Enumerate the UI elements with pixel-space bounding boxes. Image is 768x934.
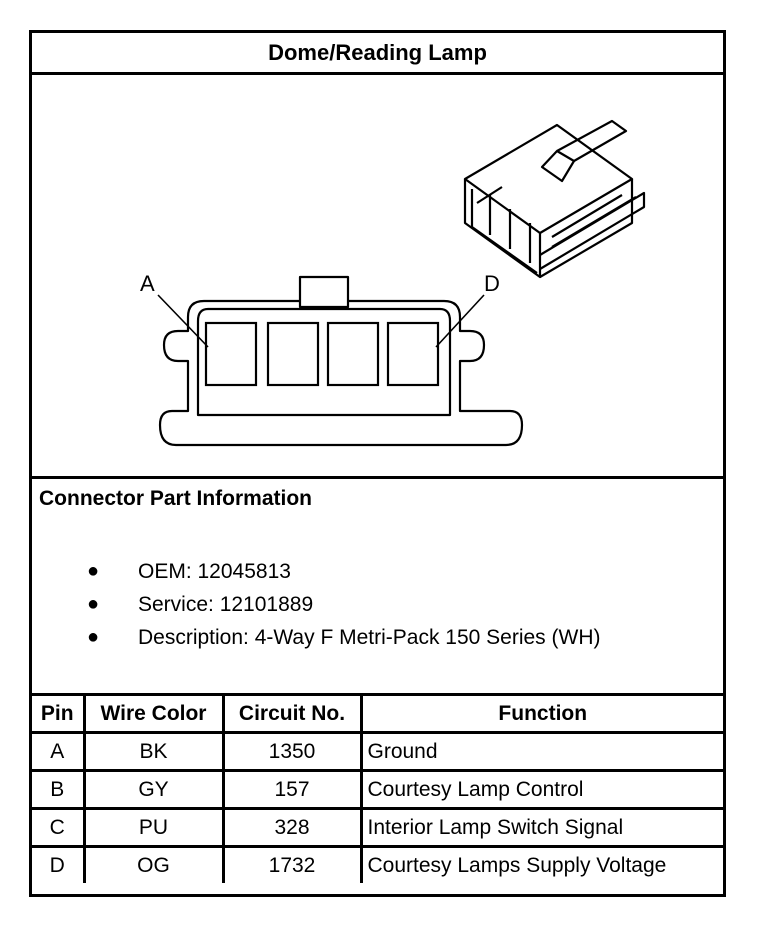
pinout-table: Pin Wire Color Circuit No. Function A BK… [32,696,723,883]
function-cell: Courtesy Lamp Control [359,769,723,810]
pin-label-a: A [140,271,155,296]
function-cell: Interior Lamp Switch Signal [359,807,723,848]
list-item: ● OEM: 12045813 [32,555,600,588]
section-heading: Connector Part Information [39,487,313,510]
wire-color-cell: PU [82,807,225,848]
wire-color-cell: BK [82,731,225,772]
callout-line-d [435,294,485,348]
page-title: Dome/Reading Lamp [32,33,723,75]
wire-color-cell: OG [82,845,225,883]
column-header-circuit: Circuit No. [221,696,363,734]
bullet-icon: ● [87,560,100,582]
list-item: ● Description: 4-Way F Metri-Pack 150 Se… [32,621,600,654]
pin-cell: C [32,807,86,848]
pin-cavity-c [326,321,380,387]
pin-cavity-a [204,321,258,387]
pin-cell: B [32,769,86,810]
pin-cell: D [32,845,86,883]
oem-part-number: OEM: 12045813 [138,560,291,583]
connector-description: Description: 4-Way F Metri-Pack 150 Seri… [138,626,601,649]
bullet-icon: ● [87,593,100,615]
circuit-cell: 157 [221,769,363,810]
pin-label-d: D [484,271,500,296]
function-cell: Ground [359,731,723,772]
table-row: D OG 1732 Courtesy Lamps Supply Voltage [32,845,723,883]
circuit-cell: 328 [221,807,363,848]
callout-line-a [157,294,209,348]
connector-3d-view [463,119,646,279]
service-part-number: Service: 12101889 [138,593,314,616]
pin-cell: A [32,731,86,772]
table-row: C PU 328 Interior Lamp Switch Signal [32,807,723,848]
function-cell: Courtesy Lamps Supply Voltage [359,845,723,883]
connector-diagram: A D [140,119,646,447]
wire-color-cell: GY [82,769,225,810]
pin-cavities [204,321,440,387]
list-item: ● Service: 12101889 [32,588,600,621]
circuit-cell: 1732 [221,845,363,883]
column-header-pin: Pin [32,696,86,734]
connector-part-information: Connector Part Information ● OEM: 120458… [32,479,723,696]
column-header-function: Function [359,696,723,734]
connector-sheet: Dome/Reading Lamp [29,30,726,897]
column-header-wire-color: Wire Color [82,696,225,734]
pin-cavity-d [386,321,440,387]
connector-drawing: A D [32,75,723,479]
table-row: A BK 1350 Ground [32,731,723,772]
pin-cavity-b [266,321,320,387]
pin-callouts [157,294,485,348]
table-header-row: Pin Wire Color Circuit No. Function [32,696,723,734]
part-info-list: ● OEM: 12045813 ● Service: 12101889 ● De… [32,555,600,654]
table-row: B GY 157 Courtesy Lamp Control [32,769,723,810]
bullet-icon: ● [87,626,100,648]
circuit-cell: 1350 [221,731,363,772]
